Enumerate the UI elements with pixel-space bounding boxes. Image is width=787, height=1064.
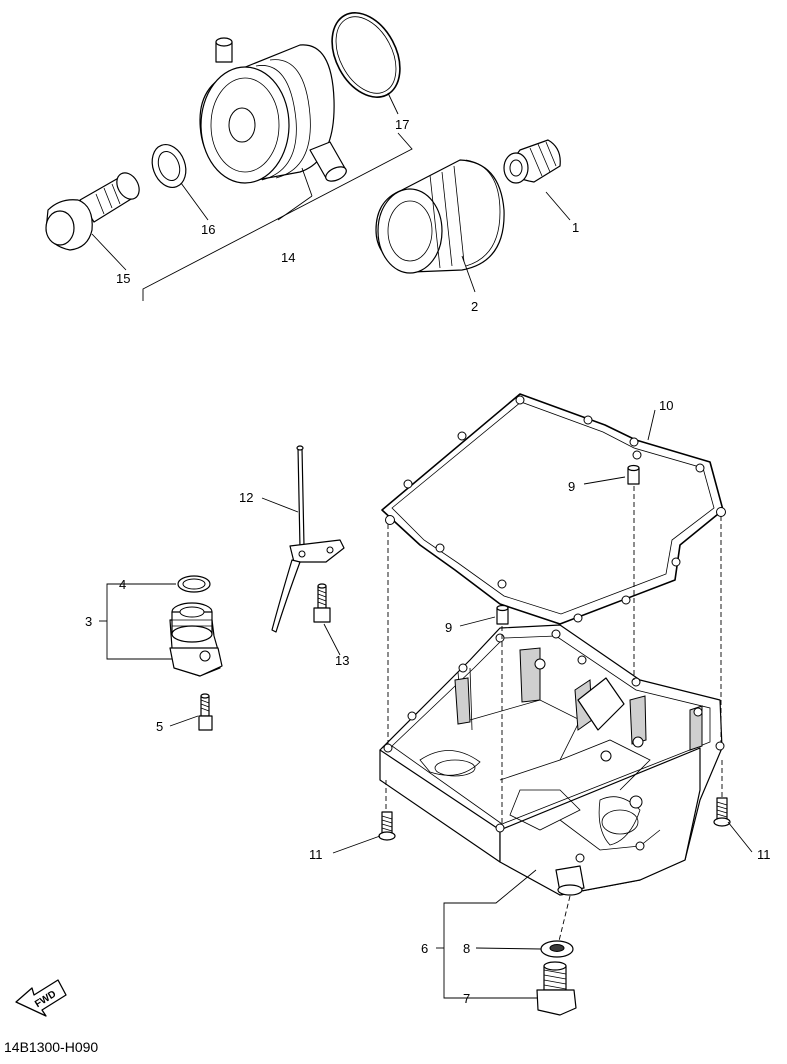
fwd-arrow-icon: FWD bbox=[15, 979, 67, 1017]
label-5: 5 bbox=[156, 719, 163, 734]
o-ring-17 bbox=[331, 12, 401, 98]
dowel-pin-9-lower bbox=[496, 604, 509, 625]
label-11-right: 11 bbox=[757, 847, 771, 862]
label-13: 13 bbox=[335, 653, 349, 668]
label-17: 17 bbox=[395, 117, 409, 132]
label-14: 14 bbox=[281, 250, 295, 265]
label-6: 6 bbox=[421, 941, 428, 956]
figure-code: 14B1300-H090 bbox=[4, 1039, 98, 1055]
assembly-guides bbox=[385, 486, 723, 946]
bolt-13 bbox=[313, 583, 331, 623]
label-3: 3 bbox=[85, 614, 92, 629]
drain-bolt-7 bbox=[536, 961, 577, 1016]
oil-cooler-14 bbox=[199, 37, 347, 184]
oil-filter-2 bbox=[375, 159, 505, 274]
oil-level-gauge-12 bbox=[271, 445, 345, 633]
gasket-8 bbox=[540, 940, 574, 958]
label-12: 12 bbox=[239, 490, 253, 505]
oil-pan-gasket-10 bbox=[381, 393, 726, 625]
label-8: 8 bbox=[463, 941, 470, 956]
top-group-bracket bbox=[142, 132, 413, 301]
label-9-lower: 9 bbox=[445, 620, 452, 635]
label-2: 2 bbox=[471, 299, 478, 314]
gasket-16 bbox=[151, 144, 187, 188]
dowel-pin-9-upper bbox=[627, 464, 640, 485]
bolt-11-right bbox=[713, 797, 731, 827]
label-11-left: 11 bbox=[309, 847, 323, 862]
label-15: 15 bbox=[116, 271, 130, 286]
oil-pan bbox=[379, 624, 725, 896]
label-7: 7 bbox=[463, 991, 470, 1006]
label-4: 4 bbox=[119, 577, 126, 592]
o-ring-4 bbox=[177, 575, 211, 593]
union-bolt-15 bbox=[45, 172, 140, 251]
top-leader-lines bbox=[91, 92, 571, 293]
oil-level-switch-3 bbox=[169, 602, 223, 677]
pan-leader-lines bbox=[99, 409, 753, 999]
screw-5 bbox=[198, 693, 213, 731]
bolt-11-left bbox=[378, 811, 396, 841]
label-9-upper: 9 bbox=[568, 479, 575, 494]
label-1: 1 bbox=[572, 220, 579, 235]
fitting-1 bbox=[503, 139, 561, 184]
label-10: 10 bbox=[659, 398, 673, 413]
label-16: 16 bbox=[201, 222, 215, 237]
